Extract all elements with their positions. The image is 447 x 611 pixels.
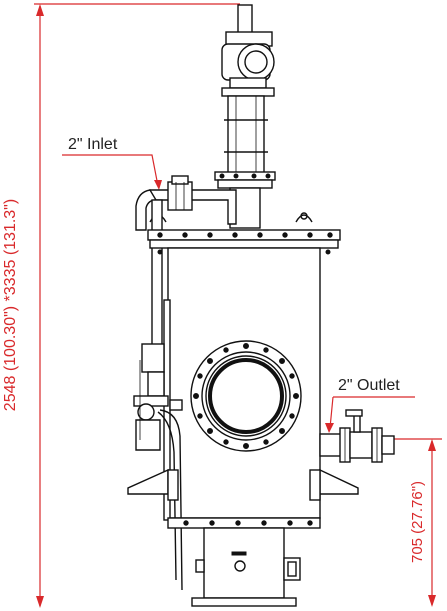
outlet-height-dimension [390,438,442,607]
inspection-port-flange [190,340,302,452]
drive-shaft-housing [224,95,268,175]
left-control-assembly [133,299,183,591]
bottom-flange [167,517,321,529]
outlet-piping [319,409,395,463]
outlet-height-label: 705 (27.76") [409,481,426,563]
outlet-leader [329,396,415,429]
inlet-label: 2" Inlet [68,136,118,153]
base-section [191,527,301,607]
top-actuator [221,4,275,97]
top-body-flange [147,229,341,255]
overall-height-dimension [34,3,240,608]
support-gussets [127,468,359,501]
overall-height-label: 2548 (100.30") *3335 (131.3") [2,199,19,411]
right-lifting-lug [295,214,313,223]
inlet-piping [135,175,237,361]
inlet-leader [62,154,159,187]
outlet-label: 2" Outlet [338,377,400,394]
